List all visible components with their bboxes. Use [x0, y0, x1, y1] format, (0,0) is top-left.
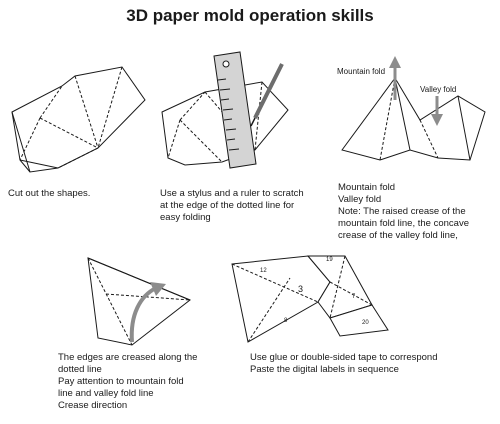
stylus-icon — [250, 63, 284, 127]
step-5-caption: Use glue or double-sided tape to corresp… — [250, 352, 438, 375]
mountain-fold-label: Mountain fold — [337, 67, 385, 76]
step-4-caption: The edges are creased along the dotted l… — [58, 352, 198, 411]
ruler-icon — [213, 51, 257, 169]
number-label-12: 12 — [260, 268, 267, 274]
valley-fold-label: Valley fold — [420, 85, 456, 94]
glue-illustration — [231, 255, 389, 343]
number-label-3: 3 — [298, 284, 303, 294]
crease-direction-arrow-icon — [129, 282, 166, 343]
number-label-20: 20 — [362, 320, 369, 326]
fold-illustration — [341, 56, 486, 161]
ruler-stylus-illustration — [161, 51, 289, 169]
step-1-caption: Cut out the shapes. — [8, 188, 91, 199]
valley-fold-arrow-icon — [431, 96, 443, 126]
number-label-7: 7 — [352, 294, 356, 300]
crease-illustration — [87, 257, 191, 346]
number-label-19: 19 — [326, 257, 333, 263]
step-2-caption: Use a stylus and a ruler to scratch at t… — [160, 188, 304, 223]
step-3-caption: Mountain fold Valley fold Note: The rais… — [338, 182, 469, 241]
number-label-8: 8 — [284, 318, 288, 324]
cut-shape-illustration — [11, 66, 146, 173]
mountain-fold-arrow-icon — [389, 56, 401, 100]
page-title: 3D paper mold operation skills — [126, 6, 374, 25]
